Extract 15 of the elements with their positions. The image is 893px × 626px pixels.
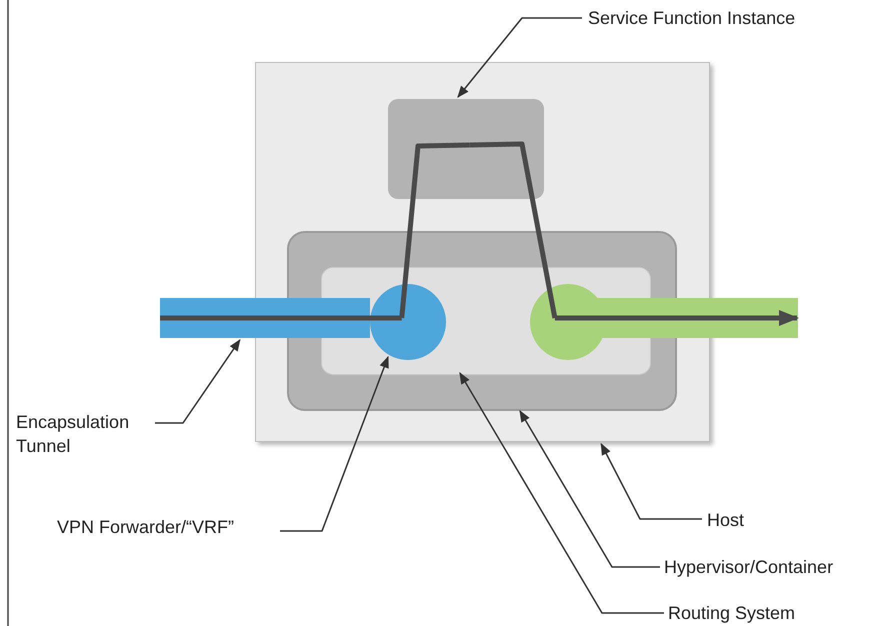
flow-arrow — [554, 310, 799, 326]
container-box — [255, 62, 710, 442]
callout-label: Hypervisor/Container — [664, 555, 884, 579]
leader-line — [155, 339, 240, 424]
container-box — [388, 99, 544, 199]
leader-line — [600, 442, 702, 520]
callout-label: Routing System — [668, 601, 838, 625]
callout-label: VPN Forwarder/“VRF” — [57, 515, 282, 539]
leader-line — [457, 17, 582, 98]
callout-label: Host — [707, 508, 767, 532]
leader-line — [280, 356, 389, 532]
callout-label: Encapsulation Tunnel — [16, 410, 156, 458]
leader-line — [459, 372, 664, 614]
callout-label: Service Function Instance — [588, 6, 848, 30]
leader-line — [519, 410, 660, 568]
